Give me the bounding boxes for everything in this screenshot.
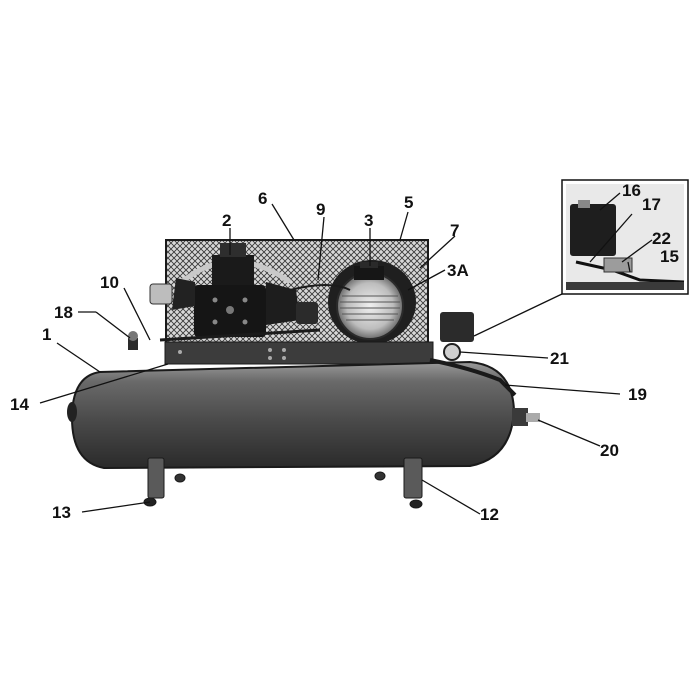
callout-5: 5 — [404, 193, 413, 212]
leader-15 — [627, 261, 631, 273]
leader-22 — [621, 239, 653, 263]
leader-lines — [39, 192, 653, 515]
leader-13 — [81, 501, 151, 513]
compressor-pump — [149, 243, 318, 337]
callout-17: 17 — [642, 195, 661, 214]
callout-6: 6 — [258, 189, 267, 208]
callout-18: 18 — [54, 303, 73, 322]
callout-10: 10 — [100, 273, 119, 292]
leader-20 — [537, 419, 601, 447]
leader-1 — [56, 342, 101, 373]
leader-21 — [459, 351, 549, 359]
inset-pointer-line — [473, 293, 563, 337]
callout-9: 9 — [316, 200, 325, 219]
pipework — [159, 284, 351, 342]
callout-15: 15 — [660, 247, 679, 266]
callout-labels: 1 2 3 3A 5 6 7 9 10 12 13 14 15 16 17 18… — [10, 181, 679, 524]
leader-16 — [599, 192, 621, 211]
leader-12 — [421, 479, 481, 515]
callout-16: 16 — [622, 181, 641, 200]
pressure-switch — [429, 312, 517, 397]
mounting-plate — [164, 341, 434, 365]
callout-20: 20 — [600, 441, 619, 460]
callout-13: 13 — [52, 503, 71, 522]
leader-18b — [95, 311, 131, 339]
callout-2: 2 — [222, 211, 231, 230]
electric-motor — [328, 260, 416, 344]
leader-5 — [399, 211, 409, 241]
leader-19 — [504, 384, 621, 395]
callout-22: 22 — [652, 229, 671, 248]
callout-21: 21 — [550, 349, 569, 368]
leader-14 — [39, 363, 169, 404]
leader-7 — [419, 235, 456, 269]
tank-feet — [143, 457, 423, 509]
air-tank — [67, 360, 516, 470]
callout-12: 12 — [480, 505, 499, 524]
callout-7: 7 — [450, 221, 459, 240]
leader-10 — [123, 287, 151, 341]
callout-1: 1 — [42, 325, 51, 344]
leader-3a — [407, 269, 446, 291]
inset-detail — [561, 179, 689, 295]
safety-valve — [128, 331, 138, 350]
mounting-plate-holes — [178, 348, 286, 360]
callout-14: 14 — [10, 395, 29, 414]
leader-17 — [589, 213, 633, 263]
callout-3a: 3A — [447, 261, 469, 280]
leader-9 — [317, 216, 325, 281]
callout-19: 19 — [628, 385, 647, 404]
outlet-valve — [512, 408, 540, 426]
callout-3: 3 — [364, 211, 373, 230]
leader-6 — [271, 203, 295, 241]
